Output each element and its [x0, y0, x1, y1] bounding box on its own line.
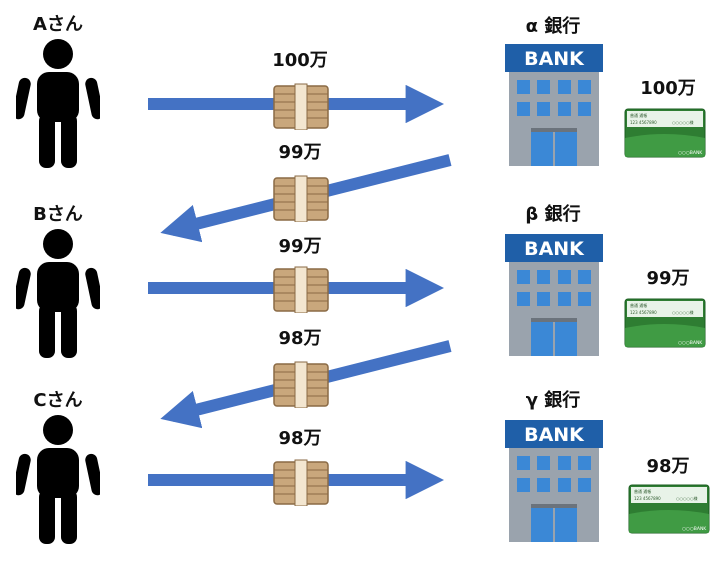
money-bundle-icon [273, 83, 329, 130]
card-bank-name: ○○○BANK [682, 526, 707, 532]
bank-sign-text: BANK [524, 238, 585, 260]
person-icon [16, 229, 100, 358]
card-number: 123 4567890 [630, 310, 657, 315]
transfer-amount-1: 100万 [272, 50, 328, 71]
bank-building-icon: BANK [505, 44, 603, 166]
card-holder: ○○○○○様 [676, 495, 697, 501]
card-holder: ○○○○○様 [672, 119, 693, 125]
card-number: 123 4567890 [634, 496, 661, 501]
person-b-label: Bさん [33, 204, 83, 225]
card-bank-name: ○○○BANK [678, 150, 703, 156]
transfer-amount-4: 98万 [278, 328, 322, 349]
bankbook-card-icon: 普通 通帳 123 4567890 ○○○○○様 ○○○BANK [624, 108, 706, 158]
money-bundle-icon [273, 175, 329, 222]
transfer-amount-3: 99万 [278, 236, 322, 257]
money-bundle-icon [273, 361, 329, 408]
card-title: 普通 通帳 [630, 302, 647, 308]
person-icon [16, 415, 100, 544]
card-holder: ○○○○○様 [672, 309, 693, 315]
person-a-label: Aさん [33, 14, 83, 35]
account-amount-gamma: 98万 [646, 456, 690, 477]
bank-building-icon: BANK [505, 234, 603, 356]
account-amount-beta: 99万 [646, 268, 690, 289]
transfer-amount-5: 98万 [278, 428, 322, 449]
account-amount-alpha: 100万 [640, 78, 696, 99]
bank-building-icon: BANK [505, 420, 603, 542]
bank-sign-text: BANK [524, 48, 585, 70]
person-icon [16, 39, 100, 168]
card-title: 普通 通帳 [630, 112, 647, 118]
card-title: 普通 通帳 [634, 488, 651, 494]
bank-beta-name: β 銀行 [525, 204, 581, 225]
card-number: 123 4567890 [630, 120, 657, 125]
transfer-amount-2: 99万 [278, 142, 322, 163]
money-bundle-icon [273, 266, 329, 313]
bank-alpha-name: α 銀行 [525, 16, 581, 37]
bankbook-card-icon: 普通 通帳 123 4567890 ○○○○○様 ○○○BANK [628, 484, 710, 534]
bankbook-card-icon: 普通 通帳 123 4567890 ○○○○○様 ○○○BANK [624, 298, 706, 348]
card-bank-name: ○○○BANK [678, 340, 703, 346]
bank-gamma-name: γ 銀行 [525, 390, 581, 411]
person-c-label: Cさん [33, 390, 83, 411]
money-bundle-icon [273, 459, 329, 506]
bank-sign-text: BANK [524, 424, 585, 446]
